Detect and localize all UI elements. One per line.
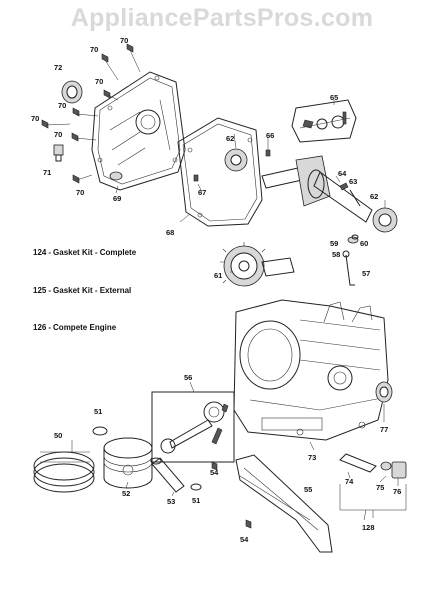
kit-number: 124 [33,248,47,257]
callout-73: 73 [308,453,316,462]
bolts-70 [41,43,141,184]
key-63 [339,182,349,191]
bearing-62-right [372,207,398,233]
callout-71: 71 [43,168,51,177]
crankcase-gasket-68 [177,117,263,227]
callout-60: 60 [360,239,368,248]
dowel-pin-67 [193,174,199,182]
shaft-58-57 [342,250,355,286]
piston-52 [103,437,153,489]
callout-74: 74 [345,477,354,486]
kit-legend-124: 124-Gasket Kit - Complete [33,248,137,257]
kit-128-parts [339,453,407,518]
callout-56: 56 [184,373,192,382]
callout-61: 61 [214,271,222,280]
callout-51: 51 [192,496,200,505]
crankcase-cover [91,71,186,191]
bolt-54-bottom [245,519,252,529]
kit-number: 125 [33,286,47,295]
crankshaft-64 [261,155,373,223]
breather-plate-55 [235,454,333,553]
callout-51: 51 [94,407,102,416]
piston-rings-50 [33,451,95,493]
callout-70: 70 [31,114,39,123]
callout-68: 68 [166,228,174,237]
dowel-pin-66 [265,149,271,157]
callout-65: 65 [330,93,338,102]
kit-number: 126 [33,323,47,332]
kit-label: Gasket Kit - External [53,286,132,295]
engine-block-73 [233,299,389,441]
connecting-rod-assembly-56 [151,391,235,463]
callout-62: 62 [370,192,378,201]
retainer-51-top [92,426,108,436]
callout-66: 66 [266,131,274,140]
callout-128: 128 [362,523,375,532]
callout-76: 76 [393,487,401,496]
kit-legend-126: 126-Compete Engine [33,323,117,332]
retainer-51-bottom [190,483,202,491]
plug-60 [351,234,359,240]
oil-seal-72 [61,80,83,104]
callout-63: 63 [349,177,357,186]
callout-52: 52 [122,489,130,498]
callout-70: 70 [120,36,128,45]
callout-72: 72 [54,63,62,72]
leader-lines [71,100,399,521]
camshaft-gear-61 [220,242,295,287]
callout-50: 50 [54,431,62,440]
callout-54: 54 [240,535,249,544]
callout-69: 69 [113,194,121,203]
oil-seal-77 [375,381,393,403]
callout-70: 70 [58,101,66,110]
callout-70: 70 [76,188,84,197]
seal-69 [109,171,123,181]
callout-67: 67 [198,188,206,197]
callout-labels: 70 70 72 70 70 70 70 71 70 69 62 66 67 6… [31,36,401,544]
watermark: AppliancePartsPros.com [70,4,374,32]
piston-pin-53 [150,457,185,493]
bolt-54-top [211,461,218,471]
callout-55: 55 [304,485,312,494]
callout-75: 75 [376,483,384,492]
kit-label: Gasket Kit - Complete [53,248,137,257]
callout-54: 54 [210,468,219,477]
callout-70: 70 [95,77,103,86]
bearing-62-left [224,148,248,172]
callout-62: 62 [226,134,234,143]
washer-59 [347,236,359,244]
callout-77: 77 [380,425,388,434]
governor-assembly-65 [291,99,357,143]
callout-53: 53 [167,497,175,506]
callout-58: 58 [332,250,340,259]
oil-filler-71 [53,144,64,162]
kit-label: Compete Engine [53,323,117,332]
callout-70: 70 [54,130,62,139]
callout-64: 64 [338,169,347,178]
callout-70: 70 [90,45,98,54]
kit-legend-125: 125-Gasket Kit - External [33,286,132,295]
callout-57: 57 [362,269,370,278]
callout-59: 59 [330,239,338,248]
